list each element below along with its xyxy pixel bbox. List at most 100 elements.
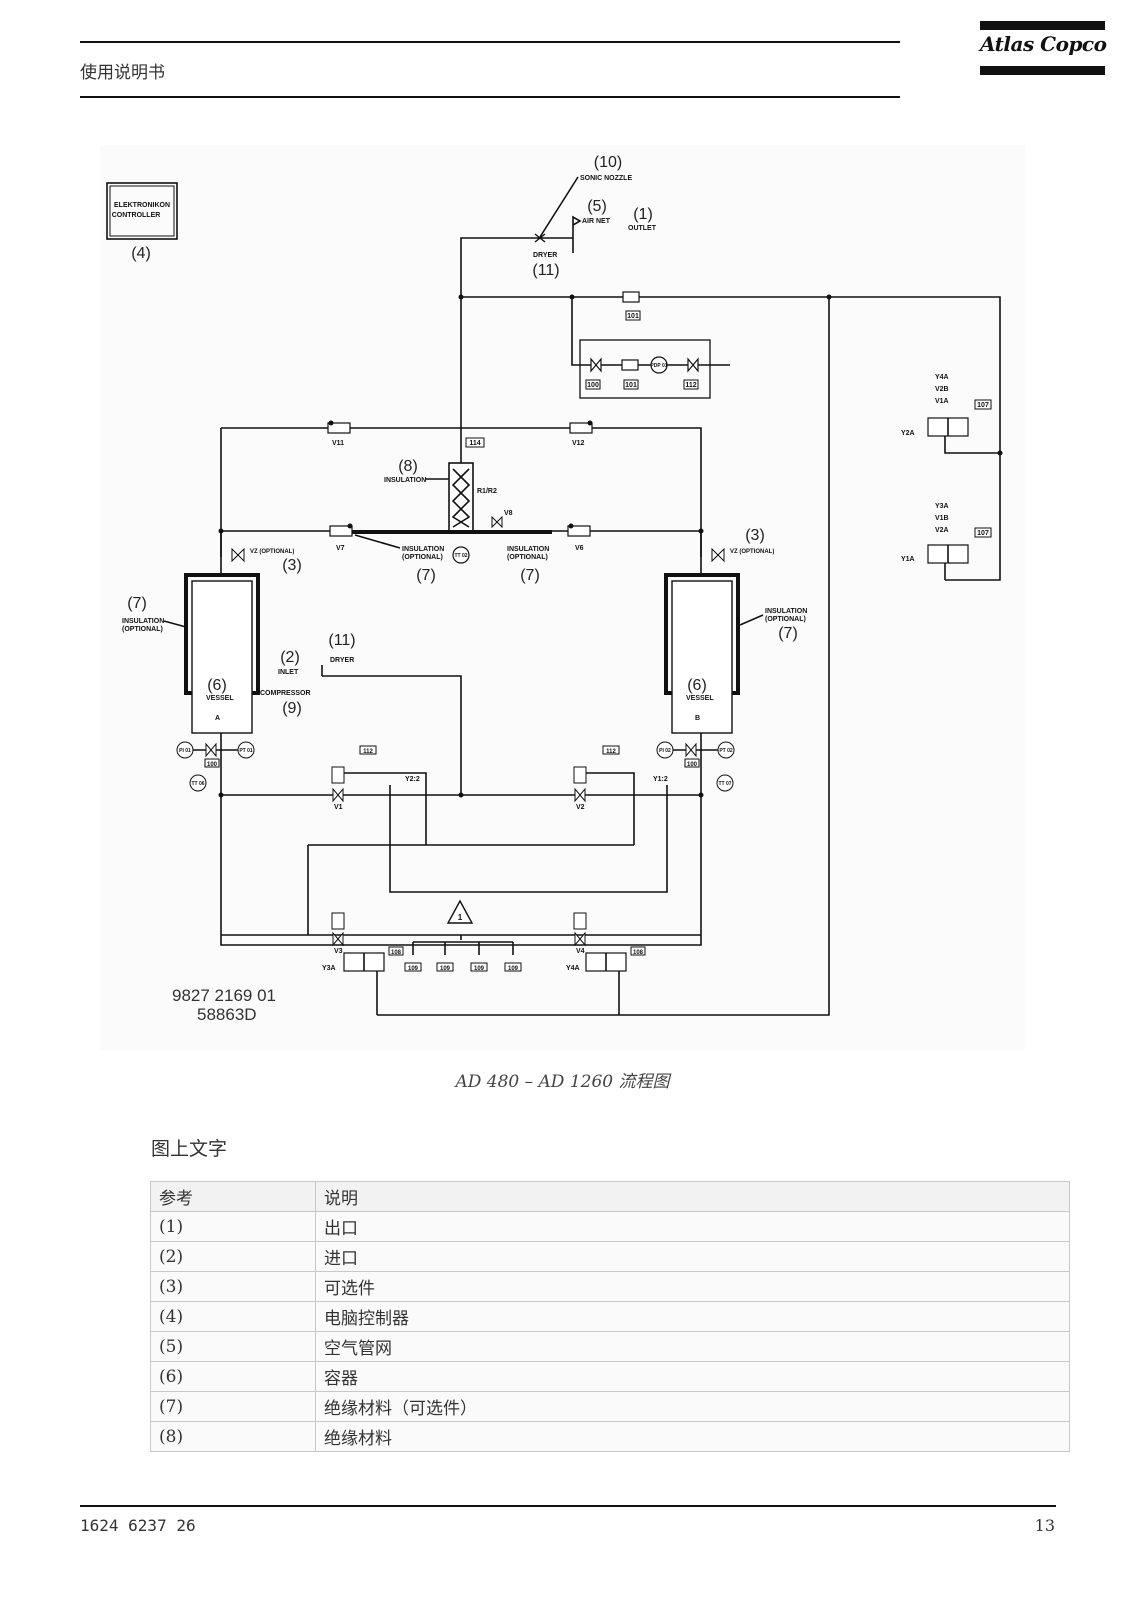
desc-cell: 绝缘材料（可选件） — [315, 1391, 1070, 1422]
coil-bottom-2: V1B — [935, 515, 949, 522]
desc-cell: 绝缘材料 — [315, 1421, 1070, 1452]
controller-label-2: CONTROLLER — [112, 212, 161, 219]
outlet-section: (10) SONIC NOZZLE (5) AIR NET (1) OUTLET… — [460, 154, 657, 297]
label-v2: V2 — [576, 804, 585, 811]
desc-cell: 容器 — [315, 1361, 1070, 1392]
tag-112-box: 112 — [685, 382, 696, 389]
label-y22: Y2:2 — [405, 776, 420, 783]
coil-top-3: V1A — [935, 398, 949, 405]
inlet-section: (11) DRYER (2) INLET COMPRESSOR (9) — [260, 632, 462, 795]
page-number: 13 — [1034, 1516, 1055, 1535]
flow-diagram: ELEKTRONIKON CONTROLLER (4) (10) SONIC N… — [100, 145, 1025, 1050]
dewpoint-box: PDP 01 100 101 112 — [571, 297, 730, 399]
tag-112-v1: 112 — [363, 749, 373, 755]
ref-7-left: (7) — [127, 595, 147, 612]
legend-header-row: 参考 说明 — [150, 1181, 1070, 1212]
label-insulation-mid-left: INSULATION — [402, 546, 444, 553]
label-y3a: Y3A — [322, 965, 336, 972]
header-top-rule — [80, 41, 900, 43]
label-air-net: AIR NET — [582, 218, 611, 225]
vessel-a: VZ (OPTIONAL) (3) (6) VESSEL A (7) INSUL… — [122, 531, 302, 734]
valve-v4: V4 Y4A 108 — [566, 912, 646, 972]
label-r1r2: R1/R2 — [477, 488, 497, 495]
tag-101-top: 101 — [627, 313, 639, 320]
desc-cell: 可选件 — [315, 1271, 1070, 1302]
tag-109-4: 109 — [508, 966, 519, 972]
pdp01-label: PDP 01 — [650, 363, 667, 369]
label-v4: V4 — [576, 948, 585, 955]
vessel-b: VZ (OPTIONAL) (3) (6) VESSEL B INSULATIO… — [664, 527, 807, 734]
label-dryer-top: DRYER — [533, 252, 557, 259]
pi02-label: PI 02 — [659, 748, 671, 754]
desc-cell: 电脑控制器 — [315, 1301, 1070, 1332]
desc-cell: 空气管网 — [315, 1331, 1070, 1362]
pi01-label: PI 01 — [179, 748, 191, 754]
table-row: (4)电脑控制器 — [150, 1301, 1070, 1332]
label-y4a: Y4A — [566, 965, 580, 972]
tag-107-top: 107 — [977, 402, 989, 409]
label-b: B — [695, 715, 700, 722]
ref-6-b: (6) — [687, 677, 707, 694]
controller-ref: (4) — [131, 245, 151, 262]
ref-air-net: (5) — [587, 198, 607, 215]
table-row: (5)空气管网 — [150, 1331, 1070, 1362]
tag-109-2: 109 — [440, 966, 451, 972]
ref-outlet: (1) — [633, 206, 653, 223]
label-y1a: Y1A — [901, 556, 915, 563]
label-sonic-nozzle: SONIC NOZZLE — [580, 175, 632, 182]
label-compressor: COMPRESSOR — [260, 690, 311, 697]
desc-cell: 出口 — [315, 1211, 1070, 1242]
tag-107-bottom: 107 — [977, 530, 989, 537]
ref-cell: (5) — [150, 1331, 316, 1362]
label-outlet: OUTLET — [628, 225, 657, 232]
coil-bottom-3: V2A — [935, 527, 949, 534]
tag-108-left: 108 — [391, 950, 402, 956]
document-title: 使用说明书 — [80, 63, 165, 83]
ref-7-right: (7) — [778, 625, 798, 642]
label-v12: V12 — [572, 440, 585, 447]
valve-v3: V3 Y3A 108 — [322, 912, 404, 972]
label-insulation-left: INSULATION — [122, 618, 164, 625]
label-optional-right: (OPTIONAL) — [765, 616, 806, 623]
label-optional-mid-right: (OPTIONAL) — [507, 554, 548, 561]
tag-112-v2: 112 — [606, 749, 616, 755]
tag-109-3: 109 — [474, 966, 485, 972]
label-vessel-a: VESSEL — [206, 695, 234, 702]
tag-101-box: 101 — [625, 382, 637, 389]
ref-3-left: (3) — [282, 557, 302, 574]
tag-109-1: 109 — [408, 966, 419, 972]
label-v8: V8 — [504, 510, 513, 517]
table-row: (6)容器 — [150, 1361, 1070, 1392]
part-number: 9827 2169 01 — [172, 986, 276, 1005]
table-row: (3)可选件 — [150, 1271, 1070, 1302]
coil-top-1: Y4A — [935, 374, 949, 381]
column-desc: 说明 — [315, 1181, 1070, 1212]
tt06-label: TT 06 — [191, 781, 204, 787]
document-number: 1624 6237 26 — [80, 1516, 196, 1535]
solenoid-panel: Y4A V2B V1A 107 Y2A Y3A V1B V2A 107 Y1A — [901, 374, 1003, 580]
warning-number: 1 — [458, 913, 463, 922]
header-bottom-rule — [80, 96, 900, 98]
ref-dryer-top: (11) — [532, 262, 559, 279]
tag-108-right: 108 — [633, 950, 644, 956]
label-inlet: INLET — [278, 669, 299, 676]
column-ref: 参考 — [150, 1181, 316, 1212]
table-row: (1)出口 — [150, 1211, 1070, 1242]
ref-cell: (3) — [150, 1271, 316, 1302]
tag-109-row: 109 109 109 109 — [404, 962, 522, 972]
ref-inlet: (2) — [280, 649, 300, 666]
pt01-label: PT 01 — [239, 748, 253, 754]
ref-compressor: (9) — [282, 700, 302, 717]
pt02-label: PT 02 — [719, 748, 733, 754]
ref-cell: (2) — [150, 1241, 316, 1272]
label-insulation-8: INSULATION — [384, 477, 426, 484]
ref-3-right: (3) — [745, 527, 765, 544]
label-optional-left: (OPTIONAL) — [122, 626, 163, 633]
atlas-copco-logo: Atlas Copco — [980, 18, 1107, 80]
ref-6-a: (6) — [207, 677, 227, 694]
label-insulation-mid-right: INSULATION — [507, 546, 549, 553]
tt07-label: TT 07 — [718, 781, 731, 787]
coil-bottom-1: Y3A — [935, 503, 949, 510]
vessel-a-instruments: PI 01 PT 01 100 TT 06 — [176, 733, 702, 946]
logo-text: Atlas Copco — [980, 32, 1107, 56]
